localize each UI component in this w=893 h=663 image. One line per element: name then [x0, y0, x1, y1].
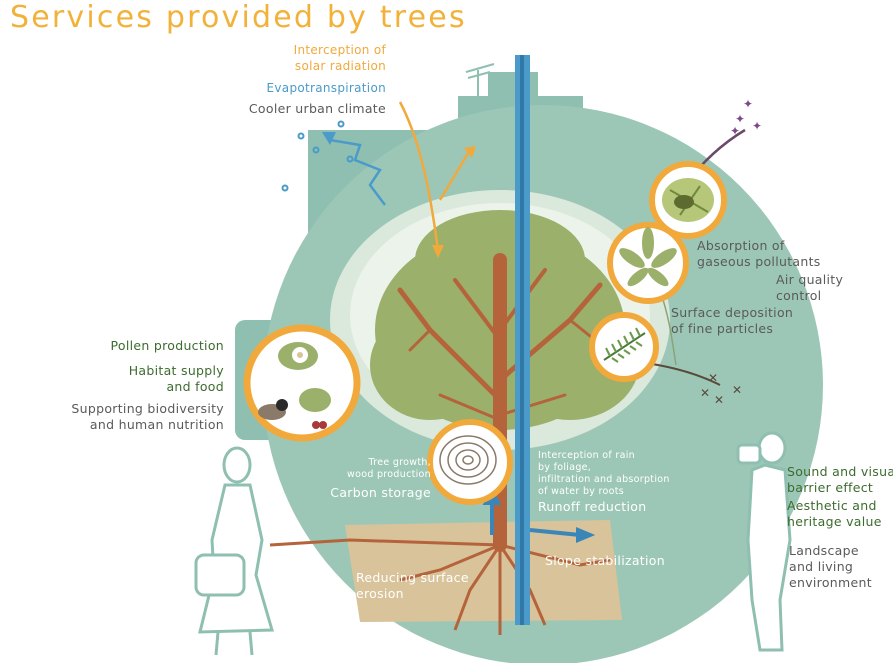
label-tree-growth: Tree growth, wood production	[347, 457, 431, 480]
label-surface-deposition: Surface deposition of fine particles	[671, 305, 794, 336]
label-evapotranspiration: Evapotranspiration	[266, 81, 386, 95]
label-slope: Slope stabilization	[545, 553, 665, 568]
biodiversity-icon	[243, 324, 361, 442]
label-aesthetic: Aesthetic and heritage value	[787, 498, 882, 529]
man-binoculars-figure	[736, 431, 792, 652]
label-air-quality: Air quality control	[776, 272, 844, 303]
label-landscape: Landscape and living environment	[789, 543, 872, 590]
label-cooler-climate: Cooler urban climate	[248, 101, 386, 116]
label-pollen: Pollen production	[110, 338, 224, 353]
label-habitat: Habitat supply and food	[128, 363, 224, 394]
label-interception-rain: Interception of rain by foliage, infiltr…	[538, 450, 670, 497]
label-absorption-gaseous: Absorption of gaseous pollutants	[697, 238, 821, 269]
woman-figure	[194, 446, 274, 656]
svg-text:✕: ✕	[700, 386, 710, 400]
chestnut-leaf-icon	[607, 222, 689, 304]
tree-trunk	[397, 253, 603, 552]
svg-text:✕: ✕	[714, 393, 724, 407]
antenna	[465, 63, 495, 96]
leaf-cell-icon	[649, 161, 727, 239]
label-carbon-storage: Carbon storage	[330, 485, 431, 500]
solar-arrows	[398, 101, 476, 258]
label-sound-barrier: Sound and visual barrier effect	[787, 464, 893, 495]
evapotranspiration-arrow	[322, 132, 386, 206]
svg-text:✕: ✕	[708, 371, 718, 385]
svg-text:✦: ✦	[735, 112, 745, 126]
svg-text:✕: ✕	[732, 383, 742, 397]
label-interception-solar: Interception of solar radiation	[293, 43, 386, 73]
svg-text:✦: ✦	[730, 124, 740, 138]
tree-rings-icon	[427, 419, 513, 505]
label-erosion: Reducing surface erosion	[356, 570, 469, 601]
pollutant-particles: ✦✦✦✦	[730, 97, 762, 138]
fine-particles: ✕✕✕✕	[700, 371, 742, 407]
water-droplets	[281, 120, 354, 192]
label-biodiversity: Supporting biodiversity and human nutrit…	[71, 401, 224, 432]
page-title: Services provided by trees	[10, 0, 467, 35]
runoff-arrows	[482, 487, 596, 543]
label-runoff: Runoff reduction	[538, 499, 647, 514]
svg-text:✦: ✦	[743, 97, 753, 111]
fern-leaf-icon	[589, 312, 659, 382]
svg-text:✦: ✦	[752, 119, 762, 133]
